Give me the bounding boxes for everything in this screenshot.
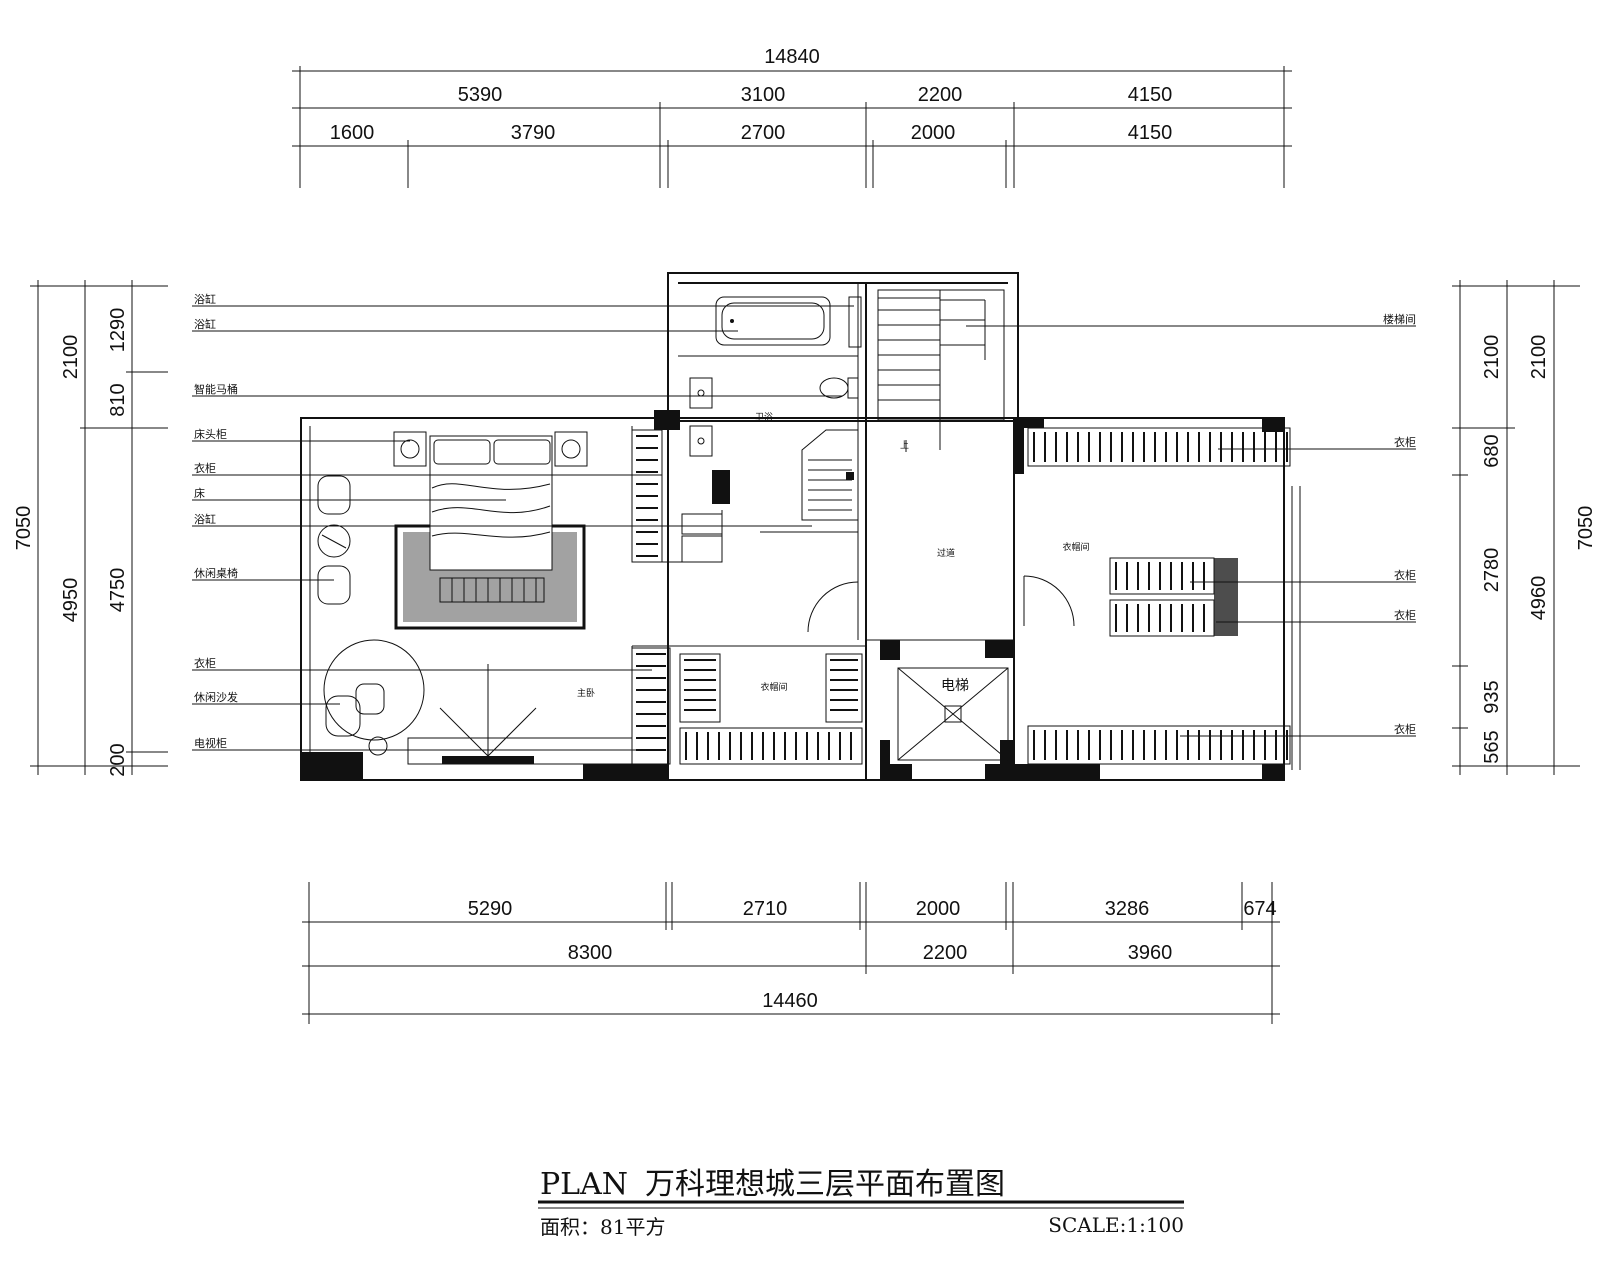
tv-cabinet — [407, 664, 633, 765]
dim-left-inner-1: 1290 — [107, 308, 129, 353]
wardrobes — [631, 427, 1291, 765]
dim-left-inner-4: 200 — [107, 743, 129, 776]
label-right-2: 衣柜 — [1394, 435, 1416, 449]
label-left-2: 浴缸 — [194, 317, 216, 331]
dim-bottom-1-5: 674 — [1243, 898, 1276, 920]
dim-left-inner-2: 810 — [107, 383, 129, 416]
top-dimensions: 14840 5390 3100 2200 4150 1600 3790 2700… — [292, 46, 1292, 188]
label-left-1: 浴缸 — [194, 292, 216, 306]
svg-text:上: 上 — [900, 440, 909, 451]
dim-top-1-2: 3100 — [741, 84, 786, 106]
dim-bottom-1-1: 5290 — [468, 898, 513, 920]
title-block: PLAN 万科理想城三层平面布置图 面积：81平方 SCALE:1:100 — [538, 1167, 1184, 1239]
dim-top-1-4: 4150 — [1128, 84, 1173, 106]
hanger-ticks — [830, 659, 858, 711]
elevator-shaft — [897, 667, 1009, 761]
sofa-area — [323, 639, 425, 756]
dim-top-1-3: 2200 — [918, 84, 963, 106]
hanger-ticks — [1033, 432, 1288, 462]
dim-right-mid-2: 4960 — [1528, 576, 1550, 621]
room-hall: 过道 — [937, 547, 955, 559]
hanger-ticks — [636, 653, 666, 751]
hanger-ticks — [684, 659, 716, 711]
dim-top-2-3: 2700 — [741, 122, 786, 144]
dim-top-2-2: 3790 — [511, 122, 556, 144]
dim-right-mid-1: 2100 — [1528, 335, 1550, 380]
dim-left-total: 7050 — [13, 506, 35, 551]
columns — [301, 410, 1284, 780]
room-master: 主卧 — [577, 687, 595, 699]
label-left-9: 衣柜 — [194, 656, 216, 670]
dim-right-inner-1: 2100 — [1481, 335, 1503, 380]
dim-bottom-2-2: 2200 — [923, 942, 968, 964]
drawing-title: 万科理想城三层平面布置图 — [645, 1167, 1005, 1202]
hanger-ticks — [1115, 604, 1205, 632]
bathtub — [715, 296, 862, 348]
label-left-11: 电视柜 — [194, 736, 227, 750]
label-left-4: 床头柜 — [194, 427, 227, 441]
bed — [394, 435, 586, 630]
label-left-6: 床 — [194, 486, 205, 500]
dim-bottom-1-3: 2000 — [916, 898, 961, 920]
label-right-5: 衣柜 — [1394, 722, 1416, 736]
left-leaders: 浴缸 浴缸 智能马桶 床头柜 衣柜 床 浴缸 休闲桌椅 衣柜 休闲沙发 电视柜 — [192, 292, 854, 751]
dim-bottom-2-3: 3960 — [1128, 942, 1173, 964]
left-dimensions: 7050 2100 4950 1290 810 4750 200 — [13, 280, 168, 777]
dim-left-mid-1: 2100 — [60, 335, 82, 380]
label-left-3: 智能马桶 — [194, 382, 238, 396]
label-left-8: 休闲桌椅 — [194, 566, 238, 580]
title-prefix: PLAN — [540, 1167, 628, 1202]
right-leaders: 楼梯间 衣柜 衣柜 衣柜 衣柜 — [966, 312, 1416, 737]
dim-top-2-1: 1600 — [330, 122, 375, 144]
label-right-3: 衣柜 — [1394, 568, 1416, 582]
room-closet-1: 衣帽间 — [760, 681, 787, 693]
dim-bottom-2-1: 8300 — [568, 942, 613, 964]
washer — [681, 513, 723, 563]
dim-right-inner-4: 935 — [1481, 680, 1503, 713]
label-right-1: 楼梯间 — [1383, 312, 1416, 326]
hanger-ticks — [636, 435, 658, 557]
label-left-5: 衣柜 — [194, 461, 216, 475]
dim-bottom-1-2: 2710 — [743, 898, 788, 920]
dim-top-total: 14840 — [764, 46, 820, 68]
leisure-chairs — [317, 475, 351, 605]
room-elevator: 电梯 — [941, 678, 969, 694]
dim-top-2-5: 4150 — [1128, 122, 1173, 144]
dim-left-mid-2: 4950 — [60, 578, 82, 623]
dim-right-inner-5: 565 — [1481, 730, 1503, 763]
nightstands — [393, 431, 588, 467]
hanger-ticks — [1115, 562, 1205, 590]
walls — [300, 272, 1301, 781]
toilet — [819, 377, 859, 399]
room-bath: 卫浴 — [755, 412, 773, 423]
area-label: 面积：81平方 — [540, 1215, 665, 1239]
dim-left-inner-3: 4750 — [107, 568, 129, 613]
label-right-4: 衣柜 — [1394, 608, 1416, 622]
dim-top-1-1: 5390 — [458, 84, 503, 106]
dim-top-2-4: 2000 — [911, 122, 956, 144]
basins — [689, 377, 730, 504]
doors — [807, 575, 1075, 633]
room-closet-2: 衣帽间 — [1062, 541, 1089, 553]
dim-bottom-1-4: 3286 — [1105, 898, 1150, 920]
label-left-10: 休闲沙发 — [194, 690, 238, 704]
bottom-dimensions: 5290 2710 2000 3286 674 8300 2200 3960 1… — [302, 882, 1280, 1024]
staircase: 上 — [877, 289, 1005, 452]
shower — [760, 429, 859, 533]
right-dimensions: 2100 680 2780 935 565 2100 4960 7050 — [1452, 280, 1597, 775]
dim-right-inner-3: 2780 — [1481, 548, 1503, 593]
scale-label: SCALE:1:100 — [1048, 1213, 1184, 1237]
hanger-ticks — [1033, 730, 1288, 760]
label-left-7: 浴缸 — [194, 512, 216, 526]
dim-right-inner-2: 680 — [1481, 434, 1503, 467]
dim-right-total: 7050 — [1575, 506, 1597, 551]
hanger-ticks — [685, 732, 852, 760]
dim-bottom-total: 14460 — [762, 990, 818, 1012]
